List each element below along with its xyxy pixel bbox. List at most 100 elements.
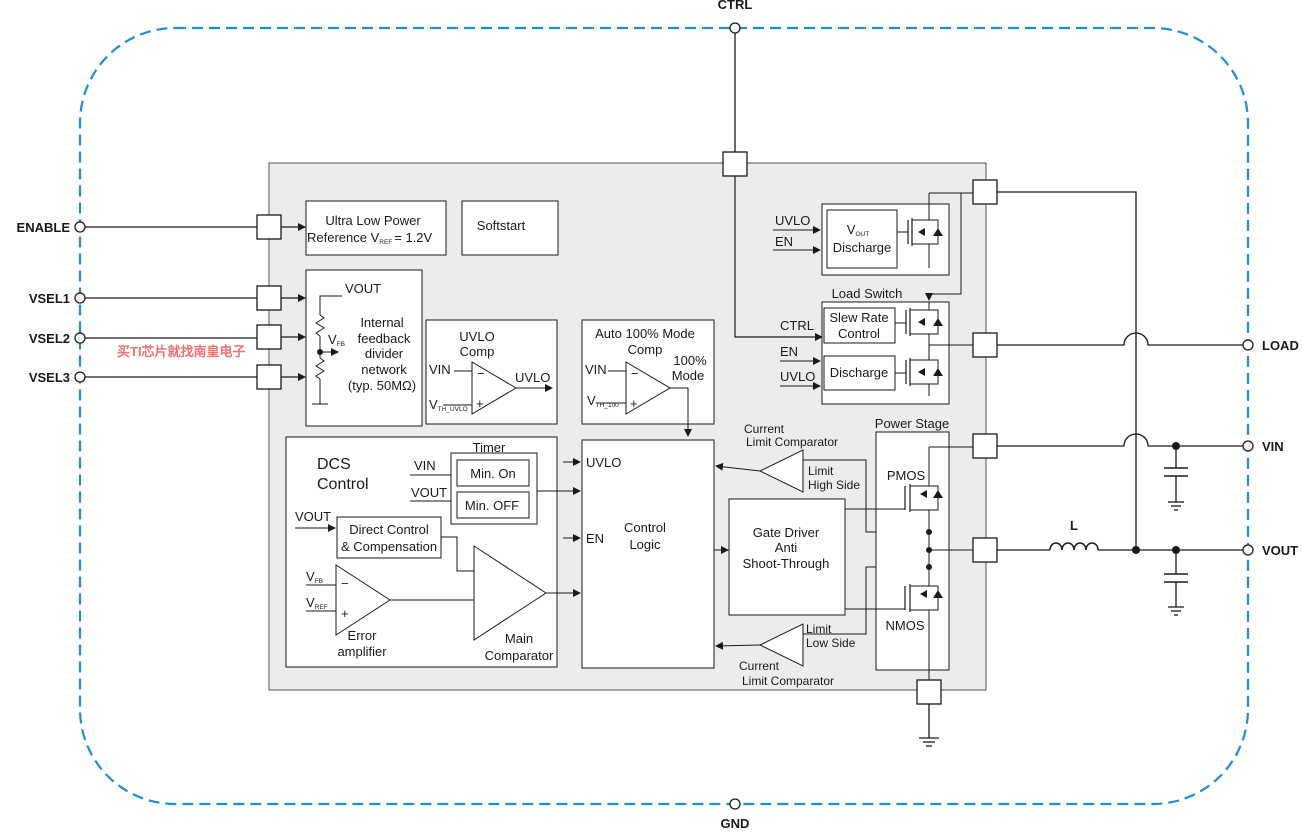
current-limit-high-side: Current Limit Comparator Limit High Side [715, 422, 927, 533]
svg-text:Current: Current [744, 422, 785, 436]
svg-text:VTH_UVLO: VTH_UVLO [429, 397, 468, 413]
svg-text:Control: Control [838, 326, 880, 341]
svg-text:VIN: VIN [429, 362, 451, 377]
vout-discharge-block: VOUT Discharge UVLO EN [773, 192, 973, 276]
gnd-pin: GND [721, 798, 750, 831]
svg-text:VFB: VFB [328, 332, 345, 348]
ctrl-pin-terminal [729, 22, 741, 34]
svg-text:VOUT: VOUT [345, 281, 381, 296]
svg-text:Main: Main [505, 631, 533, 646]
power-stage-block: Power Stage PMOS NMOS [870, 416, 973, 680]
svg-text:Comp: Comp [460, 344, 495, 359]
svg-text:Mode: Mode [672, 368, 705, 383]
svg-text:Discharge: Discharge [830, 365, 889, 380]
svg-text:Limit: Limit [806, 622, 832, 636]
svg-text:+: + [341, 606, 349, 621]
svg-text:Limit Comparator: Limit Comparator [746, 435, 838, 449]
vsel1-pin-label: VSEL1 [29, 291, 70, 306]
ctrl-pin: CTRL [718, 0, 823, 341]
load-pin-label: LOAD [1262, 338, 1299, 353]
svg-text:Direct Control: Direct Control [349, 522, 429, 537]
svg-text:VFB: VFB [306, 569, 323, 585]
svg-text:NMOS: NMOS [886, 618, 925, 633]
ctrl-pad [722, 151, 748, 177]
uvlo-comparator-block: UVLO Comp − + VIN VTH_UVLO UVLO [425, 319, 558, 425]
current-limit-low-side: Limit Low Side Current Limit Comparator [715, 566, 927, 688]
svg-text:VOUT: VOUT [411, 485, 447, 500]
svg-text:Softstart: Softstart [477, 218, 526, 233]
enable-pin: ENABLE [17, 214, 306, 240]
vsel3-pin-label: VSEL3 [29, 370, 70, 385]
pad-load [972, 332, 998, 358]
svg-text:Internal: Internal [360, 315, 403, 330]
pad-top [972, 179, 998, 205]
svg-text:+: + [630, 396, 638, 411]
dcs-control-block: DCS Control Timer Min. On Min. OFF VIN V… [285, 436, 581, 668]
vsel3-pin: VSEL3 [29, 364, 306, 390]
pad-gnd [916, 679, 942, 705]
main-comparator-symbol [473, 545, 547, 641]
svg-text:Comp: Comp [628, 342, 663, 357]
svg-text:UVLO: UVLO [459, 329, 494, 344]
svg-text:−: − [341, 576, 349, 591]
vout-pin-label: VOUT [1262, 543, 1298, 558]
svg-text:Load Switch: Load Switch [832, 286, 903, 301]
gnd-connection [919, 704, 939, 747]
svg-text:VOUT: VOUT [295, 509, 331, 524]
svg-text:Auto 100% Mode: Auto 100% Mode [595, 326, 695, 341]
svg-text:Logic: Logic [629, 537, 661, 552]
feedback-network-block: VOUT VFB Internal feedback divider netwo… [305, 269, 423, 427]
svg-text:VTH_100: VTH_100 [587, 393, 619, 409]
vin-pin: VIN [1242, 439, 1284, 454]
svg-text:feedback: feedback [358, 331, 411, 346]
svg-text:Control: Control [624, 520, 666, 535]
vsel1-pad [256, 285, 282, 311]
svg-text:CTRL: CTRL [780, 318, 814, 333]
svg-text:EN: EN [780, 344, 798, 359]
ctrl-pin-label: CTRL [718, 0, 753, 12]
enable-pad [256, 214, 282, 240]
vsel1-pin: VSEL1 [29, 285, 306, 311]
svg-text:Reference VREF= 1.2V: Reference VREF= 1.2V [307, 230, 433, 246]
softstart-block: Softstart [461, 200, 559, 256]
vsel3-pad [256, 364, 282, 390]
svg-text:Ultra Low Power: Ultra Low Power [325, 213, 421, 228]
svg-text:PMOS: PMOS [887, 468, 926, 483]
svg-text:amplifier: amplifier [337, 644, 387, 659]
right-pads [916, 179, 998, 705]
external-wiring: L [997, 191, 1243, 616]
svg-text:Limit Comparator: Limit Comparator [742, 674, 834, 688]
enable-pin-label: ENABLE [17, 220, 71, 235]
auto-100-mode-block: Auto 100% Mode Comp 100% Mode − + VIN VT… [581, 319, 715, 437]
svg-text:Control: Control [317, 476, 369, 493]
svg-text:Low Side: Low Side [806, 636, 856, 650]
control-logic-block: UVLO EN Control Logic [563, 439, 729, 669]
svg-text:EN: EN [775, 234, 793, 249]
package-boundary [78, 26, 1250, 806]
direct-control-block [336, 516, 442, 559]
reference-block: Ultra Low Power Reference VREF= 1.2V [305, 200, 447, 256]
gate-driver-block: Gate Driver Anti Shoot-Through [728, 498, 870, 616]
inductor-label: L [1070, 518, 1078, 533]
svg-text:100%: 100% [673, 353, 707, 368]
watermark: 买TI芯片就找南皇电子 [117, 344, 246, 359]
pad-sw [972, 537, 998, 563]
svg-text:EN: EN [586, 531, 604, 546]
svg-text:UVLO: UVLO [515, 370, 550, 385]
svg-text:VREF: VREF [306, 595, 328, 611]
svg-text:+: + [476, 396, 484, 411]
gnd-pin-label: GND [721, 816, 750, 831]
svg-text:network: network [361, 362, 407, 377]
vout-pin: VOUT [1242, 543, 1298, 558]
svg-text:Error: Error [348, 628, 378, 643]
error-amplifier-symbol [335, 564, 391, 636]
svg-text:Anti: Anti [775, 540, 798, 555]
gnd-pin-terminal [729, 798, 741, 810]
svg-text:UVLO: UVLO [586, 455, 621, 470]
svg-text:Comparator: Comparator [485, 648, 554, 663]
vsel2-pad [256, 324, 282, 350]
svg-text:−: − [631, 366, 639, 381]
svg-text:UVLO: UVLO [775, 213, 810, 228]
svg-text:& Compensation: & Compensation [341, 539, 437, 554]
